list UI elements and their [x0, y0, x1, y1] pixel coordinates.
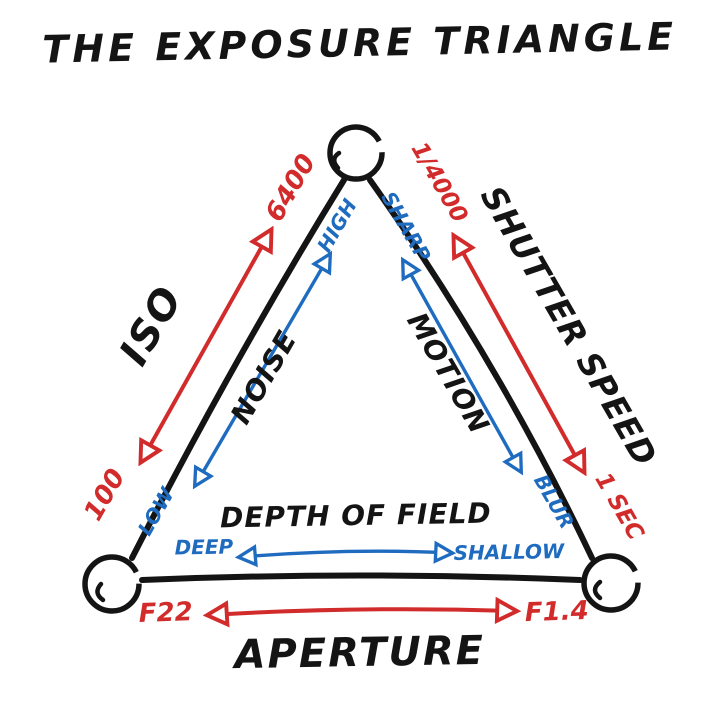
bottom-left-vertex-circle	[82, 554, 142, 614]
bottom-left-vertex-hook	[95, 581, 106, 603]
motion-label: MOTION	[400, 307, 496, 440]
aperture-max-value: F1.4	[524, 596, 589, 628]
motion-sharp-label: SHARP	[376, 187, 435, 266]
motion-blur-label: BLUR	[529, 470, 579, 533]
aperture-min-value: F22	[138, 597, 193, 629]
aperture-arrow	[210, 609, 514, 615]
depth-of-field-arrow	[241, 551, 450, 557]
top-vertex-circle	[327, 124, 385, 182]
shutter-slow-value: 1 SEC	[590, 468, 649, 544]
depth-of-field-label: DEPTH OF FIELD	[220, 497, 492, 535]
bottom-right-vertex-hook	[592, 579, 603, 601]
noise-arrow	[196, 256, 329, 484]
diagram-title: THE EXPOSURE TRIANGLE	[42, 14, 678, 71]
aperture-side-label: APERTURE	[231, 628, 485, 678]
dof-shallow-label: SHALLOW	[453, 539, 565, 565]
noise-label: NOISE	[224, 325, 304, 430]
bottom-right-vertex-circle	[581, 553, 641, 613]
dof-deep-label: DEEP	[174, 534, 233, 559]
iso-min-value: 100	[79, 464, 132, 526]
noise-low-label: LOW	[133, 483, 180, 540]
triangle-bottom-edge	[139, 572, 583, 583]
shutter-fast-value: 1/4000	[406, 138, 473, 228]
motion-arrow	[404, 262, 520, 470]
iso-max-value: 6400	[260, 149, 322, 227]
top-vertex-hook	[332, 150, 342, 171]
iso-side-label: ISO	[111, 278, 193, 373]
